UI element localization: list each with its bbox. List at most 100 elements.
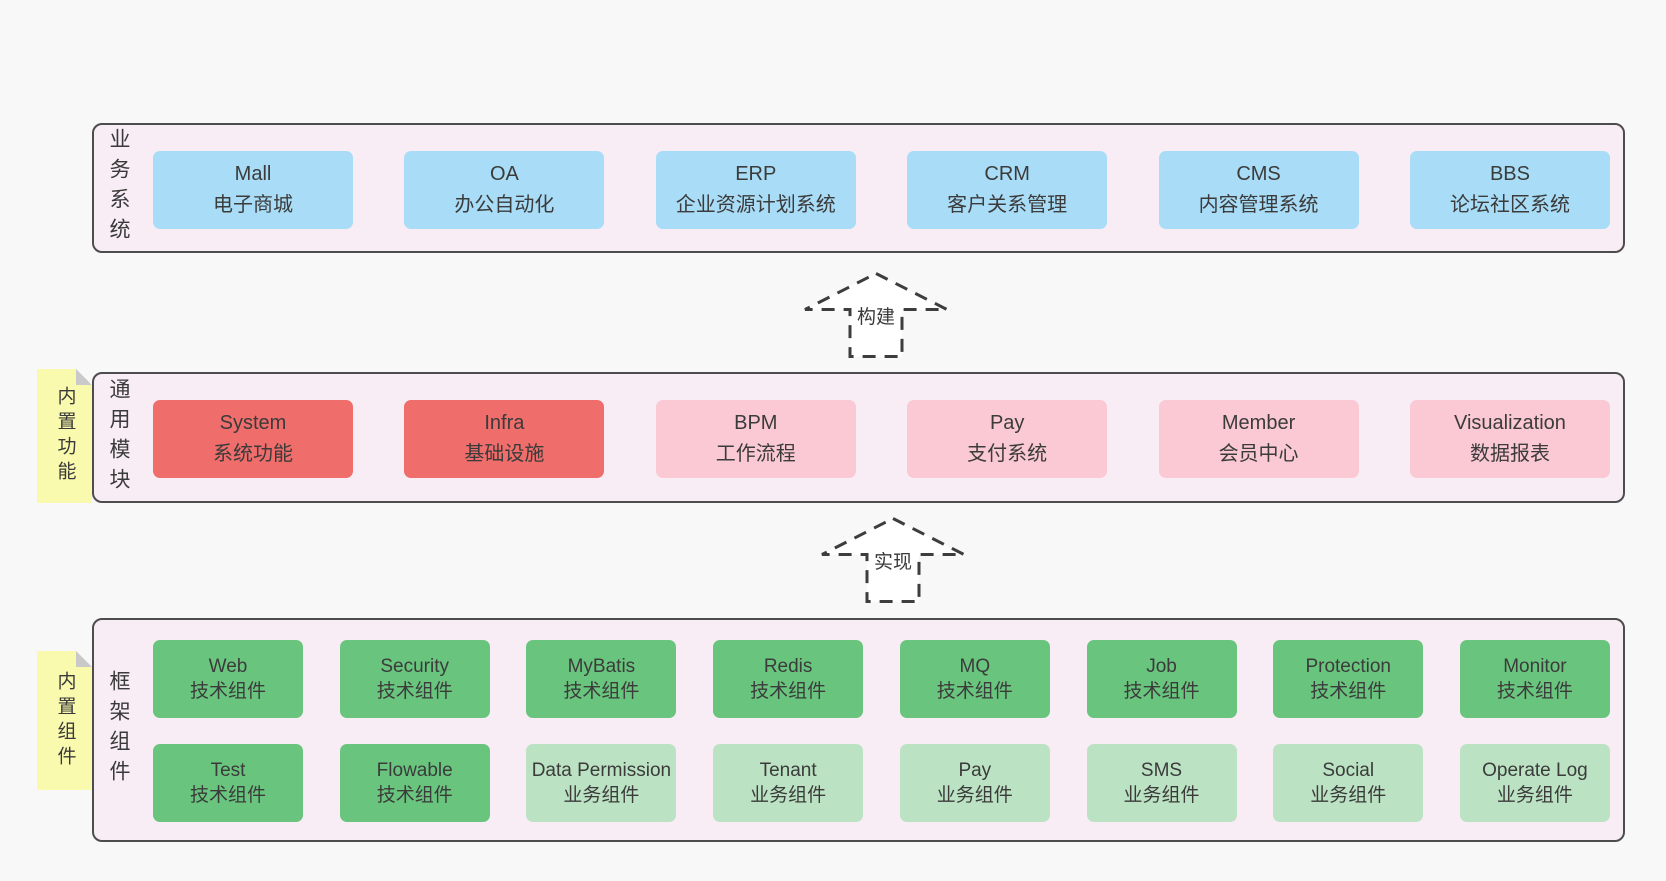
modules-box-row: System 系统功能 Infra 基础设施 BPM 工作流程 Pay 支付系统… <box>153 400 1610 478</box>
arrow-implement-label: 实现 <box>870 547 916 574</box>
box-bbs: BBS 论坛社区系统 <box>1409 151 1610 229</box>
band-label-business-systems: 业务系统 <box>107 128 130 248</box>
box-subtitle: 技术组件 <box>189 785 266 806</box>
sticky-note-text: 内置功能 <box>54 386 76 486</box>
box-title: Social <box>1322 760 1375 781</box>
box-title: SMS <box>1140 760 1183 781</box>
box-bpm: BPM 工作流程 <box>655 400 856 478</box>
box-title: Mall <box>234 163 272 185</box>
box-subtitle: 业务组件 <box>1310 785 1387 806</box>
box-operate-log: Operate Log 业务组件 <box>1459 744 1610 822</box>
box-oa: OA 办公自动化 <box>404 151 605 229</box>
box-title: OA <box>489 163 519 185</box>
box-redis: Redis 技术组件 <box>713 640 864 718</box>
components-box-row-2: Test 技术组件 Flowable 技术组件 Data Permission … <box>153 744 1610 822</box>
box-infra: Infra 基础设施 <box>404 400 605 478</box>
box-cms: CMS 内容管理系统 <box>1158 151 1359 229</box>
box-subtitle: 技术组件 <box>1496 681 1573 702</box>
box-social: Social 业务组件 <box>1273 744 1424 822</box>
box-web: Web 技术组件 <box>153 640 303 718</box>
box-title: Monitor <box>1503 656 1567 677</box>
box-title: MyBatis <box>567 656 636 677</box>
box-title: Web <box>208 656 248 677</box>
band-label-framework-components: 框架组件 <box>107 670 130 790</box>
box-subtitle: 基础设施 <box>464 443 545 465</box>
box-subtitle: 技术组件 <box>1310 681 1387 702</box>
box-title: CRM <box>984 163 1030 185</box>
box-title: BPM <box>734 412 778 434</box>
box-monitor: Monitor 技术组件 <box>1459 640 1610 718</box>
sticky-note-built-in-features: 内置功能 <box>37 369 92 503</box>
box-subtitle: 技术组件 <box>936 681 1013 702</box>
box-subtitle: 技术组件 <box>376 681 453 702</box>
box-title: Redis <box>763 656 813 677</box>
box-protection: Protection 技术组件 <box>1273 640 1424 718</box>
box-subtitle: 技术组件 <box>1123 681 1200 702</box>
band-common-modules: 通用模块 System 系统功能 Infra 基础设施 BPM 工作流程 Pay… <box>92 372 1625 503</box>
box-system: System 系统功能 <box>153 400 353 478</box>
box-subtitle: 业务组件 <box>1123 785 1200 806</box>
box-title: Job <box>1146 656 1177 677</box>
box-sms: SMS 业务组件 <box>1086 744 1237 822</box>
box-subtitle: 会员中心 <box>1218 443 1299 465</box>
box-title: ERP <box>735 163 777 185</box>
sticky-note-text: 内置组件 <box>54 670 76 771</box>
box-title: Pay <box>958 760 992 781</box>
box-title: System <box>219 412 287 434</box>
box-title: Operate Log <box>1482 760 1588 781</box>
box-visualization: Visualization 数据报表 <box>1409 400 1610 478</box>
box-erp: ERP 企业资源计划系统 <box>655 151 856 229</box>
box-data-permission: Data Permission 业务组件 <box>526 744 677 822</box>
box-flowable: Flowable 技术组件 <box>339 744 490 822</box>
box-subtitle: 技术组件 <box>189 681 266 702</box>
box-subtitle: 数据报表 <box>1469 443 1550 465</box>
box-title: BBS <box>1489 163 1530 185</box>
box-pay-biz: Pay 业务组件 <box>899 744 1050 822</box>
box-pay: Pay 支付系统 <box>907 400 1108 478</box>
box-subtitle: 论坛社区系统 <box>1449 194 1570 216</box>
box-title: Tenant <box>759 760 817 781</box>
box-subtitle: 业务组件 <box>750 785 827 806</box>
box-crm: CRM 客户关系管理 <box>907 151 1108 229</box>
box-job: Job 技术组件 <box>1086 640 1237 718</box>
business-box-row: Mall 电子商城 OA 办公自动化 ERP 企业资源计划系统 CRM 客户关系… <box>153 151 1610 229</box>
components-box-row-1: Web 技术组件 Security 技术组件 MyBatis 技术组件 Redi… <box>153 640 1610 718</box>
box-subtitle: 技术组件 <box>750 681 827 702</box>
box-title: Flowable <box>376 760 453 781</box>
box-title: MQ <box>959 656 991 677</box>
box-subtitle: 系统功能 <box>213 443 293 465</box>
box-subtitle: 技术组件 <box>376 785 453 806</box>
box-security: Security 技术组件 <box>339 640 490 718</box>
band-business-systems: 业务系统 Mall 电子商城 OA 办公自动化 ERP 企业资源计划系统 CRM… <box>92 123 1625 253</box>
box-subtitle: 企业资源计划系统 <box>675 194 836 216</box>
box-mybatis: MyBatis 技术组件 <box>526 640 677 718</box>
arrow-build: 构建 <box>801 271 951 359</box>
box-subtitle: 业务组件 <box>563 785 640 806</box>
band-framework-components: 框架组件 Web 技术组件 Security 技术组件 MyBatis 技术组件… <box>92 618 1625 842</box>
box-title: Infra <box>484 412 525 434</box>
box-subtitle: 工作流程 <box>715 443 796 465</box>
sticky-note-built-in-components: 内置组件 <box>37 651 92 790</box>
box-member: Member 会员中心 <box>1158 400 1359 478</box>
box-subtitle: 业务组件 <box>1496 785 1573 806</box>
box-subtitle: 内容管理系统 <box>1198 194 1319 216</box>
box-title: Data Permission <box>531 760 672 781</box>
box-title: Pay <box>989 412 1025 434</box>
band-label-common-modules: 通用模块 <box>107 377 130 498</box>
box-test: Test 技术组件 <box>153 744 303 822</box>
box-title: Visualization <box>1453 412 1566 434</box>
arrow-implement: 实现 <box>818 516 968 604</box>
box-mall: Mall 电子商城 <box>153 151 353 229</box>
box-mq: MQ 技术组件 <box>899 640 1050 718</box>
box-subtitle: 支付系统 <box>967 443 1048 465</box>
box-title: Test <box>210 760 246 781</box>
box-subtitle: 客户关系管理 <box>947 194 1068 216</box>
box-title: CMS <box>1236 163 1281 185</box>
arrow-build-label: 构建 <box>853 302 899 329</box>
box-subtitle: 电子商城 <box>213 194 293 216</box>
box-tenant: Tenant 业务组件 <box>713 744 864 822</box>
box-title: Protection <box>1305 656 1391 677</box>
box-title: Member <box>1221 412 1296 434</box>
box-title: Security <box>380 656 450 677</box>
